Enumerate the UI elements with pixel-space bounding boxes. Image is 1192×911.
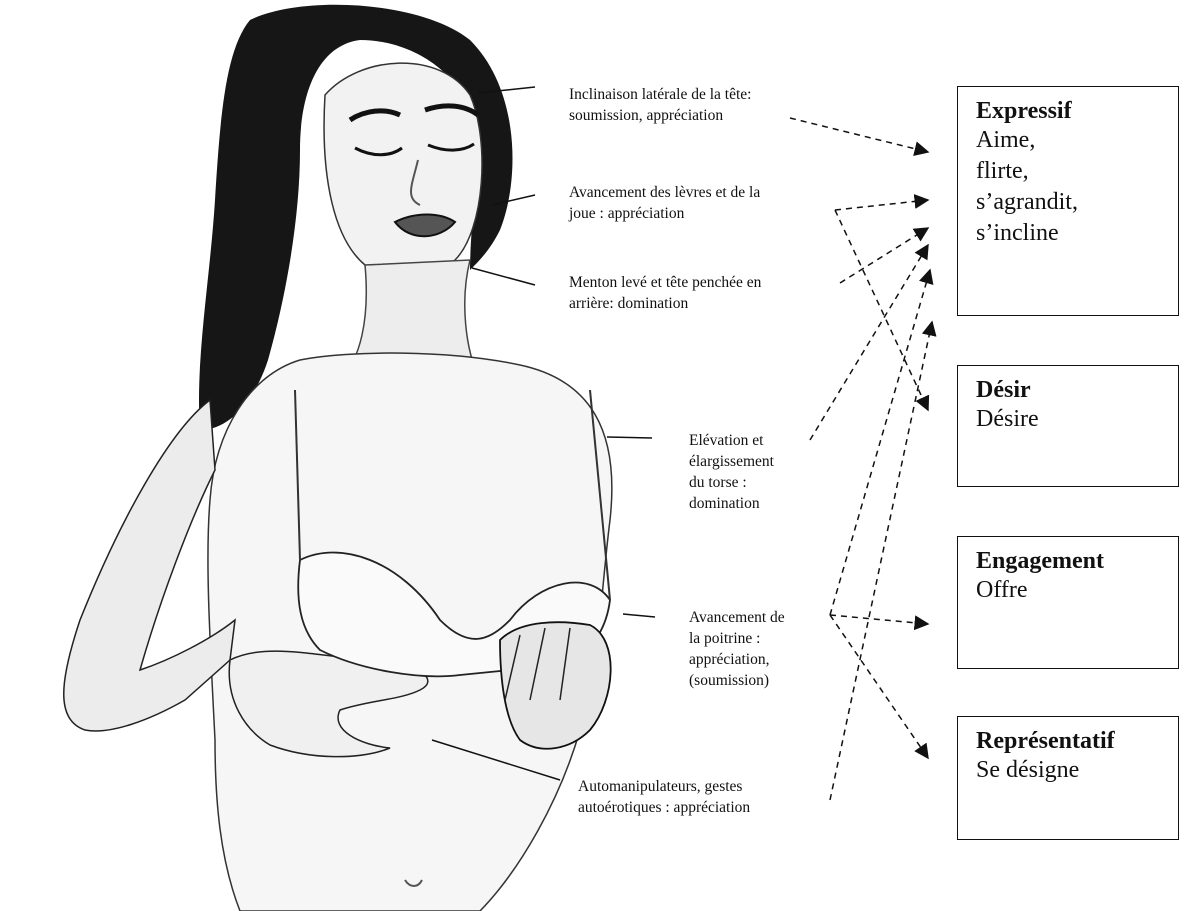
category-title: Expressif (976, 97, 1166, 125)
annotation-self: Automanipulateurs, gestes autoérotiques … (578, 776, 750, 818)
category-item: Se désigne (976, 755, 1166, 786)
annotation-chin: Menton levé et tête penchée en arrière: … (569, 272, 761, 314)
leader-chest (623, 614, 655, 617)
category-title: Représentatif (976, 727, 1166, 755)
category-representatif: Représentatif Se désigne (957, 716, 1179, 840)
category-item: Aime, (976, 125, 1166, 156)
annotation-lips: Avancement des lèvres et de la joue : ap… (569, 182, 760, 224)
category-item: flirte, (976, 156, 1166, 187)
arrow-head-to-expressif (790, 118, 928, 152)
arrow-chest-to-expressif (830, 270, 930, 615)
category-engagement: Engagement Offre (957, 536, 1179, 669)
category-desir: Désir Désire (957, 365, 1179, 487)
arrow-chest-to-representatif (830, 615, 928, 758)
category-item: s’agrandit, (976, 187, 1166, 218)
arrow-torso-to-expressif (810, 245, 928, 440)
arrow-lips-to-expressif (835, 200, 928, 210)
category-title: Désir (976, 376, 1166, 404)
arrow-chin-to-expressif (840, 228, 928, 283)
leader-lips (492, 195, 535, 205)
category-item: Désire (976, 404, 1166, 435)
category-title: Engagement (976, 547, 1166, 575)
category-item: s’incline (976, 218, 1166, 249)
leader-self (432, 740, 560, 780)
category-expressif: Expressif Aime, flirte, s’agrandit, s’in… (957, 86, 1179, 316)
leader-head-tilt (478, 87, 535, 93)
leader-torso (607, 437, 652, 438)
leader-chin (472, 268, 535, 285)
annotation-head-tilt: Inclinaison latérale de la tête: soumiss… (569, 84, 751, 126)
annotation-torso: Elévation et élargissement du torse : do… (689, 430, 774, 514)
arrow-lips-to-desir (835, 210, 928, 410)
category-item: Offre (976, 575, 1166, 606)
arrow-chest-to-engagement (830, 615, 928, 624)
annotation-chest: Avancement de la poitrine : appréciation… (689, 607, 785, 691)
